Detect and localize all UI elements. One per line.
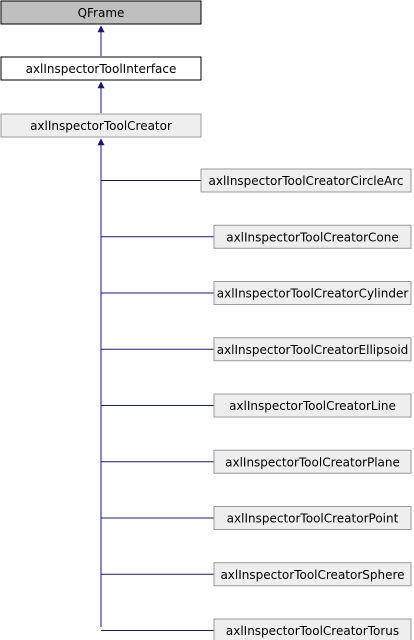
node-label: axlInspectorToolCreatorPlane <box>225 455 400 469</box>
node-box <box>200 168 412 193</box>
node-axlinspectortoolinterface[interactable]: axlInspectorToolInterface <box>0 56 202 81</box>
node-label: axlInspectorToolCreatorPoint <box>227 512 399 526</box>
node-axlinspectortoolcreatorellipsoid[interactable]: axlInspectorToolCreatorEllipsoid <box>213 337 412 362</box>
node-interface-label: axlInspectorToolInterface <box>26 62 177 76</box>
node-creator-label: axlInspectorToolCreator <box>30 119 172 133</box>
node-box <box>213 281 412 305</box>
node-box <box>213 449 412 474</box>
node-box <box>213 618 412 640</box>
node-axlinspectortoolcreator[interactable]: axlInspectorToolCreator <box>0 113 202 138</box>
node-box <box>213 224 412 249</box>
node-axlinspectortoolcreatorpoint[interactable]: axlInspectorToolCreatorPoint <box>213 506 412 530</box>
node-box <box>213 337 412 362</box>
node-axlinspectortoolcreatorplane[interactable]: axlInspectorToolCreatorPlane <box>213 449 412 474</box>
node-label: axlInspectorToolCreatorSphere <box>220 568 404 582</box>
node-axlinspectortoolcreatorcylinder[interactable]: axlInspectorToolCreatorCylinder <box>213 281 412 305</box>
node-label: axlInspectorToolCreatorCircleArc <box>208 174 403 188</box>
node-label: axlInspectorToolCreatorTorus <box>226 624 399 638</box>
node-axlinspectortoolcreatorline[interactable]: axlInspectorToolCreatorLine <box>213 393 412 418</box>
node-label: axlInspectorToolCreatorCone <box>226 230 399 244</box>
child-nodes: axlInspectorToolCreatorCircleArc axlInspe… <box>101 168 412 640</box>
node-qframe-label: QFrame <box>78 6 125 20</box>
node-label: axlInspectorToolCreatorLine <box>229 399 396 413</box>
node-box <box>213 506 412 530</box>
node-axlinspectortoolcreatorcirclearc[interactable]: axlInspectorToolCreatorCircleArc <box>200 168 412 193</box>
node-label: axlInspectorToolCreatorCylinder <box>217 287 409 301</box>
node-box <box>213 393 412 418</box>
node-box <box>213 562 412 587</box>
node-label: axlInspectorToolCreatorEllipsoid <box>217 343 409 357</box>
node-qframe[interactable]: QFrame <box>0 0 202 25</box>
node-axlinspectortoolcreatorsphere[interactable]: axlInspectorToolCreatorSphere <box>213 562 412 587</box>
node-axlinspectortoolcreatortorus[interactable]: axlInspectorToolCreatorTorus <box>213 618 412 640</box>
node-axlinspectortoolcreatorcone[interactable]: axlInspectorToolCreatorCone <box>213 224 412 249</box>
